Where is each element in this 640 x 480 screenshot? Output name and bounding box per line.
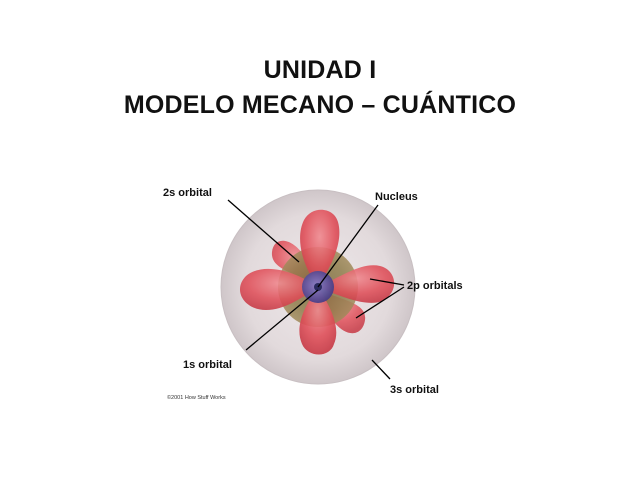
leader-line-3s xyxy=(372,360,390,379)
label-2p-orbitals: 2p orbitals xyxy=(407,280,463,292)
label-2s-orbital: 2s orbital xyxy=(163,187,212,199)
label-nucleus: Nucleus xyxy=(375,191,418,203)
label-3s-orbital: 3s orbital xyxy=(390,384,439,396)
label-1s-orbital: 1s orbital xyxy=(183,359,232,371)
image-credit: ©2001 How Stuff Works xyxy=(167,394,226,401)
